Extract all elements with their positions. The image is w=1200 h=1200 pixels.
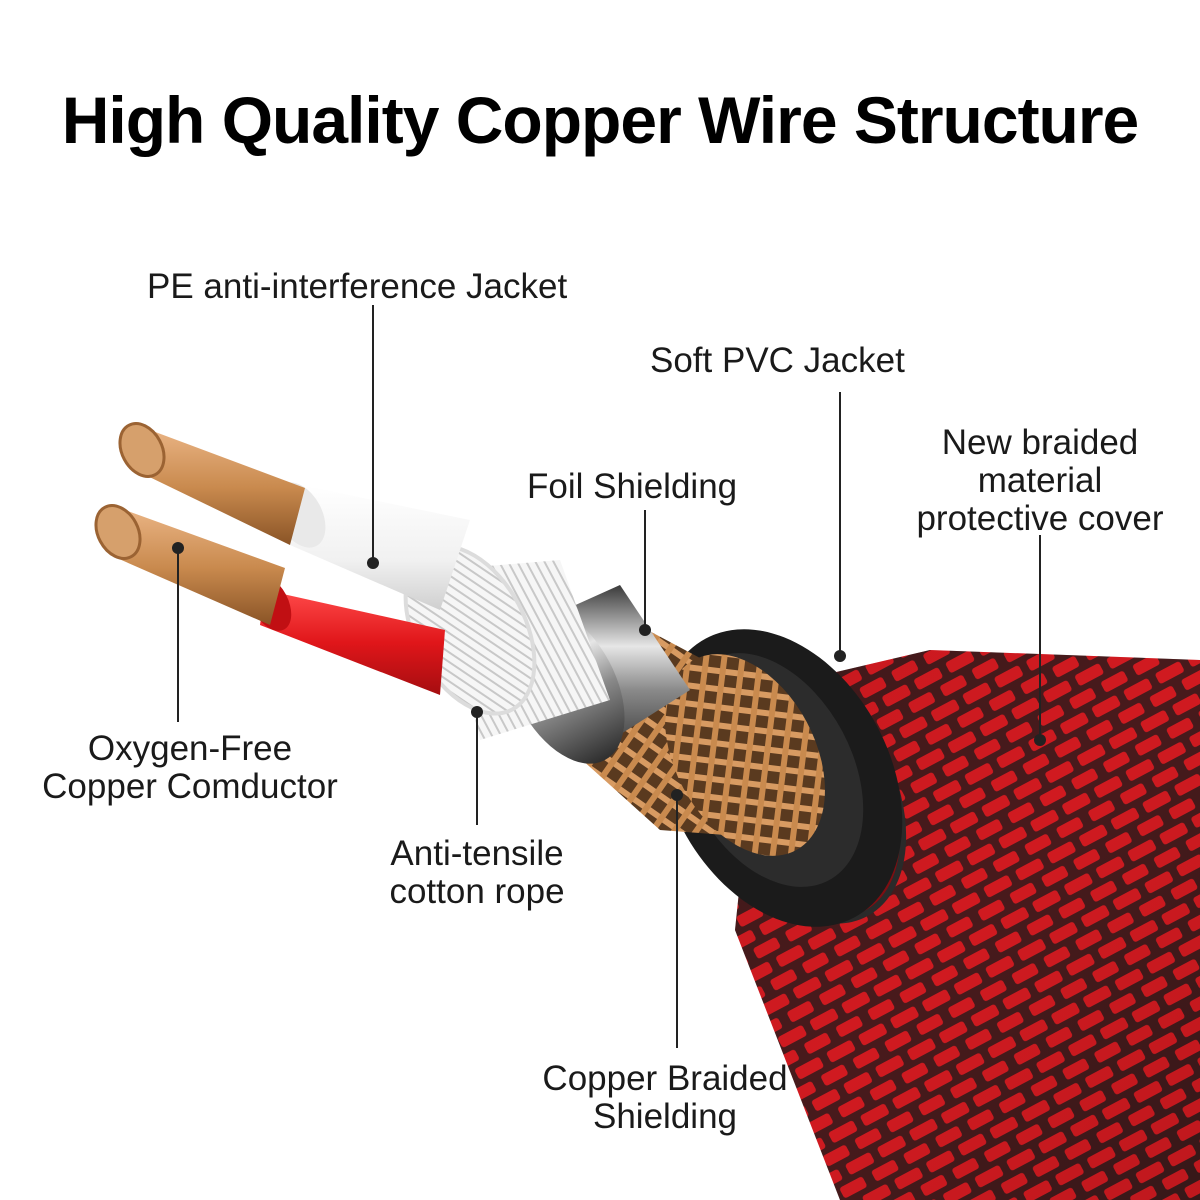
label-braided-cover: New braided material protective cover (900, 424, 1180, 538)
label-conductor-line-2: Copper Comductor (42, 767, 338, 806)
label-braided-cover-line-1: New braided (941, 423, 1139, 462)
leader-dot-braided-cover (1034, 734, 1046, 746)
leader-dot-conductor (172, 542, 184, 554)
label-cotton-rope: Anti-tensile cotton rope (367, 835, 587, 911)
label-braided-cover-line-2: material (977, 461, 1103, 500)
leader-dot-cotton-rope (471, 706, 483, 718)
red-insulated-conductor (94, 504, 445, 695)
label-pe-jacket: PE anti-interference Jacket (147, 267, 568, 306)
label-cotton-rope-line-2: cotton rope (389, 872, 565, 911)
leader-dot-pvc (834, 650, 846, 662)
label-copper-braid: Copper Braided Shielding (520, 1060, 810, 1136)
label-copper-braid-line-1: Copper Braided (542, 1059, 788, 1098)
label-conductor: Oxygen-Free Copper Comductor (20, 730, 360, 806)
leader-dot-foil (639, 624, 651, 636)
page-title: High Quality Copper Wire Structure (61, 83, 1140, 157)
label-pvc-jacket: Soft PVC Jacket (650, 341, 905, 380)
white-insulated-conductor (118, 422, 470, 610)
label-foil-shielding: Foil Shielding (527, 467, 738, 506)
leader-lines (172, 305, 1046, 1048)
leader-dot-copper-braid (671, 789, 683, 801)
label-conductor-line-1: Oxygen-Free (87, 729, 293, 768)
label-braided-cover-line-3: protective cover (916, 499, 1164, 538)
leader-dot-pe-jacket (367, 557, 379, 569)
label-cotton-rope-line-1: Anti-tensile (390, 834, 564, 873)
label-copper-braid-line-2: Shielding (593, 1097, 737, 1136)
